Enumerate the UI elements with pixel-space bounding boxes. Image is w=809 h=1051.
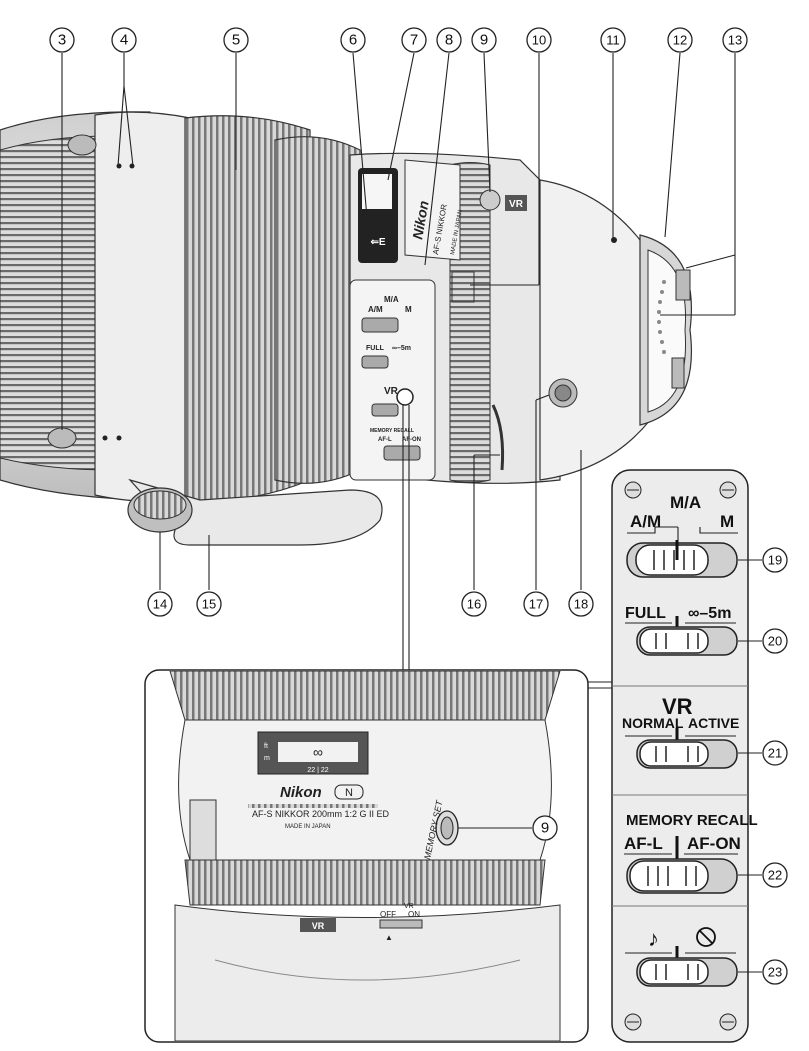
svg-text:9: 9 [480,32,488,49]
callout-9: 9 [471,27,497,53]
inset-made-in: MADE IN JAPAN [285,824,331,830]
svg-text:8: 8 [445,32,453,49]
focus-limit-range: ∞–5m [688,605,731,622]
svg-text:15: 15 [202,597,216,612]
callout-15: 15 [196,591,222,617]
svg-text:5: 5 [232,32,240,49]
beep-off-icon [696,927,716,947]
svg-text:▲: ▲ [385,933,393,942]
inset-dof: 22 | 22 [307,767,328,774]
mini-limit-full: FULL [366,345,385,352]
focus-mode-switch[interactable]: A/M M/A M [626,493,738,578]
inset-vr-off: OFF [380,910,396,919]
callout-8: 8 [436,27,462,53]
callout-numbers: 3 4 5 6 7 8 9 10 11 12 13 14 15 16 17 18… [49,27,788,985]
svg-text:9: 9 [541,820,549,837]
focus-mode-ma: M/A [670,493,701,512]
mini-limit-inf: ∞–5m [392,345,411,352]
callout-18: 18 [568,591,594,617]
vr-switch[interactable]: VR NORMAL ACTIVE [622,694,739,769]
barrel-brand: Nikon [409,199,432,240]
beep-on-icon: ♪ [648,926,659,951]
svg-text:6: 6 [349,32,357,49]
callout-17: 17 [523,591,549,617]
svg-text:⇐E: ⇐E [370,237,385,248]
inset-model: AF-S NIKKOR 200mm 1:2 G II ED [252,809,390,819]
svg-text:21: 21 [768,746,782,761]
svg-text:13: 13 [728,33,742,48]
focus-limit-switch[interactable]: FULL ∞–5m [625,605,738,656]
callout-13: 13 [722,27,748,53]
svg-text:3: 3 [58,32,66,49]
memory-afl: AF-L [624,834,663,853]
screw-icon [624,481,737,1031]
callout-9-inset: 9 [532,815,558,841]
svg-text:18: 18 [574,597,588,612]
inset-brand: Nikon [280,784,322,801]
mini-focus-ma: M/A [384,295,399,304]
inset-vr-badge: VR [312,921,325,931]
vr-title: VR [662,694,693,719]
svg-text:19: 19 [768,553,782,568]
svg-text:11: 11 [606,33,620,48]
memory-afon: AF-ON [687,834,741,853]
svg-text:22: 22 [768,868,782,883]
inset-infinity: ∞ [313,744,323,760]
callout-16: 16 [461,591,487,617]
svg-text:12: 12 [673,33,687,48]
inset-unit-m: m [264,755,270,762]
callout-23: 23 [762,959,788,985]
vr-normal: NORMAL [622,715,684,731]
mini-memory-title: MEMORY RECALL [370,428,414,434]
callout-19: 19 [762,547,788,573]
callout-20: 20 [762,628,788,654]
svg-text:14: 14 [153,597,167,612]
focus-limit-full: FULL [625,605,666,622]
lens-body: ⇐E Nikon AF-S NIKKOR MADE IN JAPAN VR A [0,111,692,546]
svg-text:23: 23 [768,965,782,980]
inset-vr-on: ON [408,910,420,919]
mini-memory-afon: AF-ON [402,437,421,443]
callout-4: 4 [111,27,137,53]
callout-5: 5 [223,27,249,53]
leader-lines [61,52,762,973]
mini-focus-am: A/M [368,305,383,314]
svg-text:20: 20 [768,634,782,649]
memory-set-inset: ft m ∞ 22 | 22 Nikon N AF-S NIKKOR 200mm… [144,669,589,1043]
beep-switch[interactable]: ♪ [625,926,738,987]
switch-panel: A/M M/A M FULL ∞–5m VR NORMAL ACTIVE [611,469,758,1043]
callout-12: 12 [667,27,693,53]
callout-3: 3 [49,27,75,53]
focus-mode-am: A/M [630,512,661,531]
inset-unit-ft: ft [264,743,268,750]
svg-text:16: 16 [467,597,481,612]
mini-memory-afl: AF-L [378,437,392,443]
mini-vr: VR [384,386,399,397]
inset-vr-label: VR [404,903,414,910]
memory-recall-switch[interactable]: MEMORY RECALL AF-L AF-ON [624,812,758,894]
memory-title: MEMORY RECALL [626,812,758,829]
inset-n-mark: N [345,787,353,799]
svg-text:7: 7 [410,32,418,49]
callout-21: 21 [762,740,788,766]
vr-active: ACTIVE [688,715,739,731]
callout-7: 7 [401,27,427,53]
svg-text:4: 4 [120,32,128,49]
callout-22: 22 [762,862,788,888]
callout-10: 10 [526,27,552,53]
focus-mode-m: M [720,512,734,531]
callout-11: 11 [600,27,626,53]
svg-text:17: 17 [529,597,543,612]
barrel-vr-badge: VR [509,199,524,210]
callout-6: 6 [340,27,366,53]
svg-text:10: 10 [532,33,546,48]
callout-14: 14 [147,591,173,617]
mini-focus-m: M [405,305,412,314]
